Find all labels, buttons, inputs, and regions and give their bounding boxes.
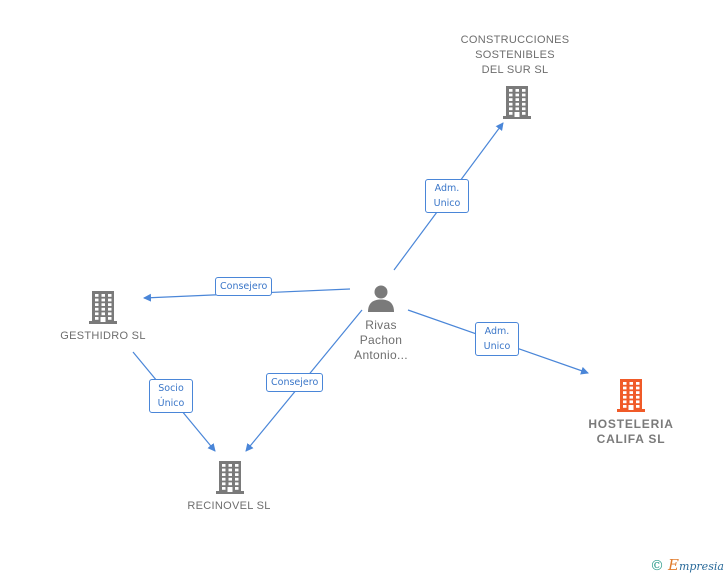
edge-label-adm-unico: Adm. Unico [425,179,469,213]
edge-label-adm-unico: Adm. Unico [475,322,519,356]
brand-logo-initial: E [668,556,679,574]
brand-footer[interactable]: ©Empresia [650,556,724,574]
recinovel-label[interactable]: RECINOVEL SL [187,500,271,512]
gesthidro-label[interactable]: GESTHIDRO SL [60,330,146,342]
copyright-icon: © [650,558,664,574]
building-icon[interactable] [502,84,532,119]
construcciones-label[interactable]: CONSTRUCCIONES SOSTENIBLES DEL SUR SL [460,34,570,76]
hosteleria-label[interactable]: HOSTELERIA CALIFA SL [588,417,674,446]
edge-label-consejero: Consejero [215,277,273,296]
building-icon[interactable] [215,459,245,494]
person-icon[interactable] [366,283,396,313]
brand-logo-text: mpresia [678,560,724,573]
building-icon-highlighted[interactable] [616,377,646,412]
building-icon[interactable] [88,289,118,324]
edge-label-socio-unico: Socio Único [149,379,193,413]
edge-label-consejero: Consejero [266,373,324,392]
person-name-label[interactable]: Rivas Pachon Antonio... [354,318,408,362]
